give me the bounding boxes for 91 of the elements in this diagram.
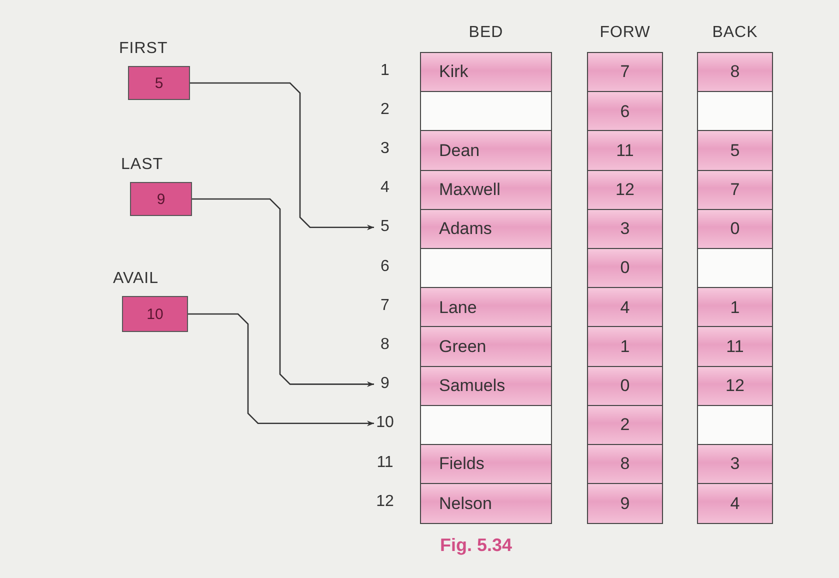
cell-text: 12: [726, 376, 744, 396]
cell-text: Maxwell: [439, 180, 500, 200]
table-cell: [420, 326, 552, 368]
cell-text: 7: [620, 62, 630, 82]
table-cell: [697, 326, 773, 368]
table-cell: [420, 170, 552, 210]
table-cell: [697, 130, 773, 172]
cell-text: 6: [620, 102, 630, 122]
cell-text: 11: [726, 336, 744, 357]
cell-text: 0: [730, 219, 740, 240]
empty-table-cell: [697, 248, 773, 289]
pointer-name: AVAIL: [113, 270, 158, 288]
pointer-name: LAST: [121, 156, 164, 174]
row-number: 4: [380, 179, 390, 198]
pointer-value: 9: [156, 190, 166, 208]
table-cell: [697, 444, 773, 485]
row-number: 1: [380, 62, 390, 80]
column-heading: BACK: [711, 24, 759, 42]
table-cell: [420, 366, 552, 406]
table-cell: [420, 444, 552, 485]
table-cell: [697, 287, 773, 328]
empty-table-cell: [420, 248, 552, 289]
table-cell: [420, 52, 552, 93]
cell-text: Kirk: [439, 62, 468, 82]
table-cell: [587, 130, 663, 172]
cell-text: 8: [620, 454, 630, 474]
table-cell: [697, 170, 773, 210]
table-cell: [420, 130, 552, 172]
empty-table-cell: [420, 91, 552, 132]
cell-text: 0: [620, 376, 630, 396]
table-cell: [420, 483, 552, 524]
cell-text: 8: [730, 62, 740, 82]
table-cell: [587, 170, 663, 210]
cell-text: Nelson: [439, 494, 492, 514]
pointer-value: 10: [146, 306, 164, 322]
row-number: 2: [380, 100, 390, 119]
table-cell: [587, 91, 663, 132]
table-cell: [587, 444, 663, 485]
table-cell: [587, 483, 663, 524]
row-number: 8: [380, 336, 390, 354]
table-cell: [587, 208, 663, 250]
cell-text: 3: [730, 454, 740, 474]
table-cell: [587, 248, 663, 289]
arrow: [192, 198, 374, 387]
cell-text: Green: [439, 336, 486, 357]
row-number: 11: [376, 454, 394, 472]
cell-text: Adams: [439, 219, 492, 240]
cell-text: Samuels: [439, 376, 506, 396]
empty-table-cell: [420, 404, 552, 446]
arrow: [188, 313, 374, 426]
table-cell: [587, 326, 663, 368]
table-cell: [420, 287, 552, 328]
row-number: 9: [370, 375, 400, 394]
cell-text: Lane: [439, 298, 477, 318]
cell-text: 1: [620, 336, 630, 357]
cell-text: 9: [620, 494, 630, 514]
row-number: 10: [370, 414, 400, 432]
table-cell: [587, 52, 663, 93]
pointer-name: FIRST: [119, 40, 168, 58]
cell-text: 3: [620, 219, 630, 240]
cell-text: Fields: [439, 454, 484, 474]
cell-text: 2: [620, 415, 630, 436]
table-cell: [420, 208, 552, 250]
row-number: 12: [375, 492, 395, 511]
row-number: 7: [380, 296, 390, 315]
column-heading: BED: [468, 24, 504, 42]
row-number: 3: [380, 140, 390, 158]
table-cell: [587, 404, 663, 446]
empty-table-cell: [697, 91, 773, 132]
cell-text: 7: [730, 180, 740, 200]
cell-text: 5: [730, 140, 740, 161]
table-cell: [587, 287, 663, 328]
cell-text: 4: [730, 494, 740, 514]
arrow: [190, 82, 374, 230]
figure-caption: Fig. 5.34: [440, 535, 512, 556]
table-cell: [587, 366, 663, 406]
row-number: 5: [370, 218, 400, 236]
column-heading: FORW: [598, 24, 652, 42]
cell-text: 0: [620, 258, 630, 278]
table-cell: [697, 208, 773, 250]
table-cell: [697, 483, 773, 524]
cell-text: Dean: [439, 140, 480, 161]
empty-table-cell: [697, 404, 773, 446]
pointer-value: 5: [154, 74, 164, 92]
table-cell: [697, 366, 773, 406]
row-number: 6: [380, 258, 390, 276]
cell-text: 1: [730, 298, 740, 318]
cell-text: 11: [616, 140, 634, 161]
table-cell: [697, 52, 773, 93]
cell-text: 4: [620, 298, 630, 318]
cell-text: 12: [616, 180, 634, 200]
